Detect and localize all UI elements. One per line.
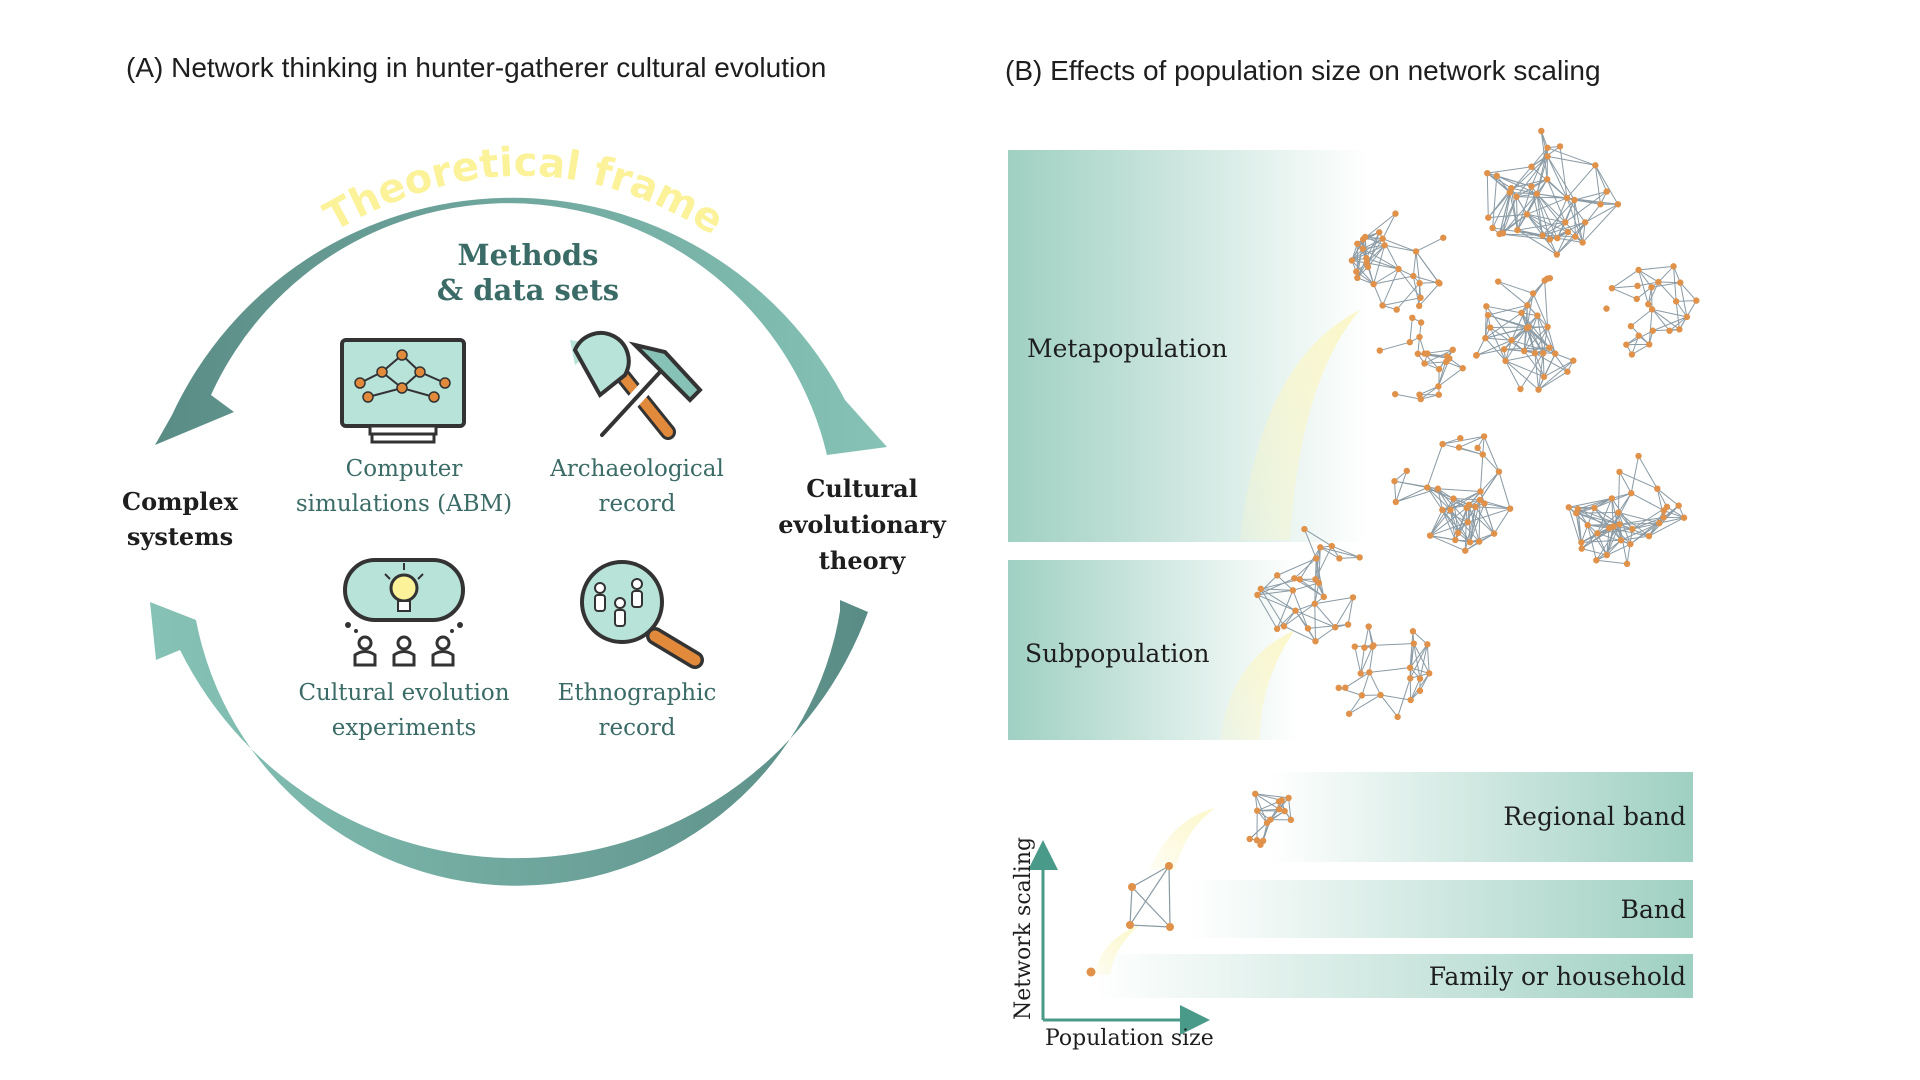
ethnographic-label-line2: record <box>598 715 675 741</box>
x-axis-label: Population size <box>1045 1026 1214 1051</box>
theoretical-frameworks-label: Theoretical frameworks <box>0 0 731 244</box>
sub-cluster-2 <box>1335 623 1433 721</box>
meta-cluster-2 <box>1484 127 1622 258</box>
panel-b-title: (B) Effects of population size on networ… <box>1005 55 1601 86</box>
household-node <box>1086 967 1096 977</box>
band-network <box>1126 862 1174 931</box>
network-graphs <box>1086 127 1700 977</box>
panel-a-title: (A) Network thinking in hunter-gatherer … <box>126 52 827 83</box>
experiments-label-line2: experiments <box>332 715 477 741</box>
trowel-hammer-icon <box>570 331 703 442</box>
sub-cluster-1 <box>1254 525 1363 645</box>
regional-cluster <box>1246 790 1295 848</box>
metapopulation-band <box>1008 150 1368 542</box>
magnifier-people-icon <box>580 560 704 669</box>
band-glow <box>1095 925 1140 975</box>
household-band <box>1095 954 1693 998</box>
band-band <box>1188 880 1693 938</box>
computer-network-icon <box>340 338 466 444</box>
methods-title-line2: & data sets <box>437 273 619 307</box>
computer-label-line1: Computer <box>346 456 463 482</box>
meta-cluster-4 <box>1473 274 1577 393</box>
cultural-theory-line2: evolutionary <box>778 510 947 539</box>
meta-cluster-1 <box>1348 210 1447 313</box>
level-label-metapopulation: Metapopulation <box>1027 334 1228 363</box>
regional-band-band <box>1270 772 1693 862</box>
computer-label-line2: simulations (ABM) <box>296 491 512 517</box>
meta-cluster-5 <box>1376 314 1466 403</box>
subpopulation-glow <box>1220 630 1295 740</box>
meta-cluster-6 <box>1391 433 1514 554</box>
level-label-household: Family or household <box>1429 962 1686 991</box>
meta-cluster-3 <box>1603 263 1700 358</box>
methods-title-line1: Methods <box>458 238 599 272</box>
panel-a-diagram: Theoretical frameworks Methods & data se… <box>0 0 947 886</box>
group-idea-icon <box>343 558 465 667</box>
level-label-band: Band <box>1621 895 1686 924</box>
cultural-theory-line3: theory <box>819 546 906 575</box>
ethnographic-label-line1: Ethnographic <box>558 680 717 706</box>
y-axis-label: Network scaling <box>1011 837 1036 1020</box>
cultural-theory-line1: Cultural <box>806 474 918 503</box>
complex-systems-line1: Complex <box>122 487 239 516</box>
complex-systems-line2: systems <box>127 522 233 551</box>
level-label-regional-band: Regional band <box>1503 802 1686 831</box>
lower-cycle-arrow <box>150 600 868 886</box>
metapopulation-glow <box>1240 310 1360 540</box>
archaeological-label-line2: record <box>598 491 675 517</box>
regional-glow <box>1150 808 1215 870</box>
archaeological-label-line1: Archaeological <box>549 456 724 482</box>
level-label-subpopulation: Subpopulation <box>1025 639 1210 668</box>
experiments-label-line1: Cultural evolution <box>298 680 509 706</box>
upper-cycle-arrow <box>155 197 887 455</box>
meta-cluster-7 <box>1565 452 1688 568</box>
panel-b-diagram: Metapopulation Subpopulation Regional ba… <box>1008 127 1700 1051</box>
